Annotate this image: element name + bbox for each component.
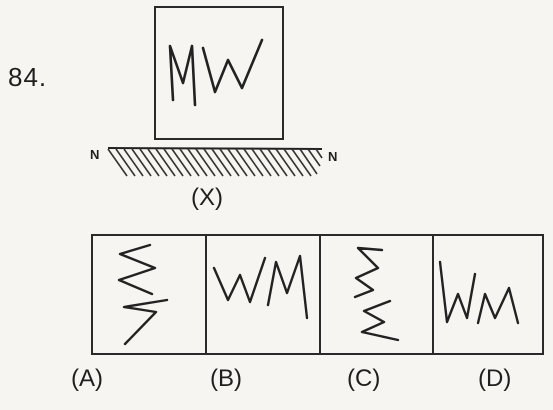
- option-d-label: (D): [478, 365, 512, 392]
- question-figure-letter-m: [168, 44, 197, 107]
- question-figure-letter-w: [201, 38, 264, 94]
- option-d-figure: [438, 260, 520, 325]
- mirror: [107, 147, 323, 177]
- option-b-figure: [212, 254, 309, 320]
- question-figure-box: [154, 6, 284, 140]
- option-c-label: (C): [347, 365, 381, 392]
- options-outer-box: [91, 234, 544, 355]
- mirror-right-label: N: [328, 149, 338, 164]
- option-b-label: (B): [210, 365, 242, 392]
- options-row: [91, 234, 544, 355]
- option-a-figure: [117, 243, 169, 346]
- question-figure-label: (X): [191, 184, 223, 211]
- mirror-hatching: [107, 148, 323, 177]
- mirror-left-label: N: [90, 147, 100, 162]
- mirror-line: [107, 147, 323, 150]
- question-figure: [154, 6, 284, 140]
- question-number: 84.: [8, 62, 48, 92]
- option-c-figure: [353, 246, 400, 342]
- option-a-label: (A): [71, 365, 103, 392]
